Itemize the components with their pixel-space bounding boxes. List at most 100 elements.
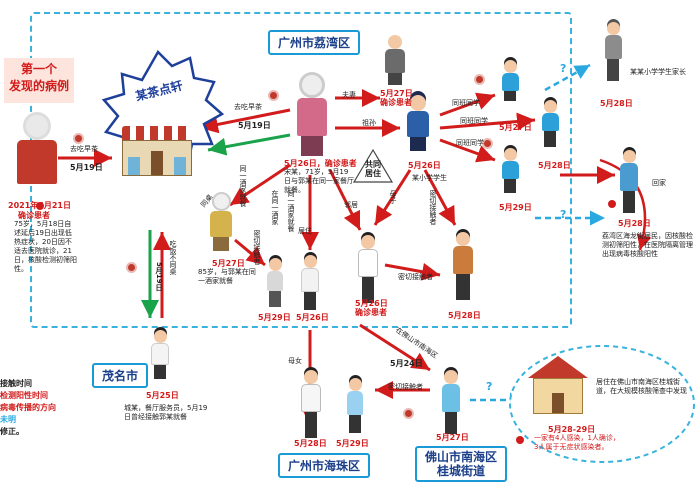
region-foshan-label: 佛山市南海区 桂城街道 xyxy=(415,446,508,482)
note-family-infected: 一家有4人感染，1人确诊，3人属于无症状感染者。 xyxy=(534,434,620,451)
tag-close-contact2: 密切接触者 xyxy=(253,230,261,265)
tag-live-in: 居住 xyxy=(298,227,312,235)
person-haizhu-daughter xyxy=(345,378,365,433)
date-0526-right: 5月26日 xyxy=(408,161,441,170)
virus-icon xyxy=(270,92,277,99)
person-grandma xyxy=(208,192,234,251)
tag-eat-diff: 吃饭不同桌 xyxy=(169,240,177,275)
house-icon xyxy=(528,356,588,414)
person-waiter xyxy=(150,330,170,379)
first-case-line1: 第一个 xyxy=(20,62,57,76)
person-contact-man xyxy=(452,232,474,300)
first-case-title: 第一个 发现的病例 xyxy=(4,58,74,103)
date-0529-haizhu: 5月29日 xyxy=(336,439,369,448)
tag-neighbor: 邻居 xyxy=(344,201,358,209)
date-0529-r3: 5月29日 xyxy=(499,203,532,212)
region-liwan-label: 广州市荔湾区 xyxy=(268,30,361,55)
legend-transmission-direction: 病毒传播的方向 xyxy=(0,403,56,412)
person-classmate-3 xyxy=(500,148,520,193)
question-mark-1: ? xyxy=(560,62,567,75)
date-0528-top: 5月28日 xyxy=(600,99,633,108)
region-foshan-line1: 佛山市南海区 xyxy=(425,450,498,464)
note-mid-student: 某小学学生 xyxy=(412,174,447,182)
question-mark-3: ? xyxy=(486,380,493,393)
person-liwan-resident xyxy=(618,150,640,213)
person-grandchild xyxy=(404,95,432,151)
virus-icon xyxy=(405,410,412,417)
person-grandson-lower xyxy=(265,258,285,307)
date-0526-mid-confirmed: 确诊患者 xyxy=(355,308,387,317)
tag-same-class3: 同班同学 xyxy=(456,139,484,147)
person-lower-middle xyxy=(300,255,320,310)
tag-mother-daughter: 母女 xyxy=(288,357,302,365)
tag-mother-son: 母子 xyxy=(389,190,397,204)
legend-contact-time: 接触时间 xyxy=(0,379,32,388)
virus-icon xyxy=(128,264,135,271)
date-0528-29: 5月28-29日 xyxy=(548,425,596,434)
date-0519-main: 5月19日 xyxy=(70,163,103,172)
virus-icon xyxy=(484,140,491,147)
person-classmate-2 xyxy=(540,100,560,147)
note-main-case: 75岁，5月18日自述延后19日出现低热症状，20日因不适去医院就诊，21日，核… xyxy=(14,220,77,273)
person-classmate-1 xyxy=(500,60,520,101)
date-0519-left: 5月19日 xyxy=(155,262,163,291)
region-maoming-label: 茂名市 xyxy=(92,363,149,388)
tag-same-restaurant: 同一酒家就餐 xyxy=(287,190,295,232)
date-0519-green: 5月19日 xyxy=(238,121,271,130)
legend-unknown: 未明 xyxy=(0,415,16,424)
region-foshan-line2: 桂城街道 xyxy=(437,464,486,478)
tag-close-contact3: 密切接触者 xyxy=(398,273,433,281)
note-center-case: 宋某，71岁，5月19日与郭某在同一家餐厅就餐。 xyxy=(284,168,354,194)
tag-eat-tea-left: 去吃早茶 xyxy=(70,145,98,153)
tag-sharing-tea: 在同一酒家 xyxy=(271,190,279,225)
note-foshan-house: 居住在佛山市南海区桂城街道，在大规模核酸筛查中发现 xyxy=(596,378,687,395)
live-together-triangle xyxy=(352,148,394,183)
legend-positive-time: 检测阳性时间 xyxy=(0,391,48,400)
date-0528-low: 5月28日 xyxy=(448,311,481,320)
date-0526-lower: 5月26日 xyxy=(296,313,329,322)
note-school-parent: 某某小学学生家长 xyxy=(630,68,686,76)
person-parent xyxy=(603,22,623,81)
person-foshan-contact xyxy=(440,370,462,434)
date-0526-mid: 5月26日 xyxy=(355,299,388,308)
tag-same-class2: 同班同学 xyxy=(460,117,488,125)
person-mother xyxy=(357,235,379,303)
question-mark-2: ? xyxy=(560,208,567,221)
legend-correction: 修正。 xyxy=(0,427,24,436)
tag-grandchild: 祖孙 xyxy=(362,119,376,127)
date-0521-confirmed: 确诊患者 xyxy=(18,211,50,220)
date-0528-mid: 5月28日 xyxy=(618,219,651,228)
date-0528-haizhu: 5月28日 xyxy=(294,439,327,448)
tag-close-contact4: 密切接触者 xyxy=(388,383,423,391)
tag-eat-tea-top: 去吃早茶 xyxy=(234,103,262,111)
date-0527-lower: 5月27日 xyxy=(212,259,245,268)
date-0529-lower: 5月29日 xyxy=(258,313,291,322)
person-center-case xyxy=(290,72,334,156)
date-0526-center: 5月26日，确诊患者 xyxy=(284,159,357,168)
virus-icon xyxy=(75,135,82,142)
restaurant-icon xyxy=(122,126,192,176)
tag-same-place: 同一酒家就餐 xyxy=(239,165,247,207)
date-0527-foshan: 5月27日 xyxy=(436,433,469,442)
legend: 接触时间 检测阳性时间 病毒传播的方向 未明 修正。 xyxy=(0,378,56,438)
date-0521: 2021年5月21日 xyxy=(8,201,71,210)
note-waiter: 城某，餐厅服务员，5月19日曾经接触郭某就餐 xyxy=(124,404,208,421)
note-liwan-resident: 荔湾区海龙街居民，因核酸检测初筛阳性，在医院隔离管理出现病毒核酸阳性 xyxy=(602,232,693,258)
tag-same-class1: 同班同学 xyxy=(452,99,480,107)
person-first-case xyxy=(14,112,60,184)
person-haizhu-mother xyxy=(300,370,322,438)
live-together-label: 共同 居住 xyxy=(365,160,381,178)
note-grandma: 85岁，与郭某在同一酒家就餐 xyxy=(198,268,256,285)
date-0524: 5月24日 xyxy=(390,359,423,368)
tag-husband: 夫妻 xyxy=(342,91,356,99)
first-case-line2: 发现的病例 xyxy=(8,79,69,93)
date-0527-r1: 5月27日 xyxy=(499,123,532,132)
date-0525: 5月25日 xyxy=(146,391,179,400)
tag-hometown: 回家 xyxy=(652,179,666,187)
date-0528-r2: 5月28日 xyxy=(538,161,571,170)
region-haizhu-label: 广州市海珠区 xyxy=(278,453,371,478)
tag-close-contact1: 密切接触者 xyxy=(429,190,437,225)
date-0527-top-confirmed: 确诊患者 xyxy=(380,98,412,107)
person-husband xyxy=(384,35,406,85)
date-0527-top: 5月27日 xyxy=(380,89,413,98)
